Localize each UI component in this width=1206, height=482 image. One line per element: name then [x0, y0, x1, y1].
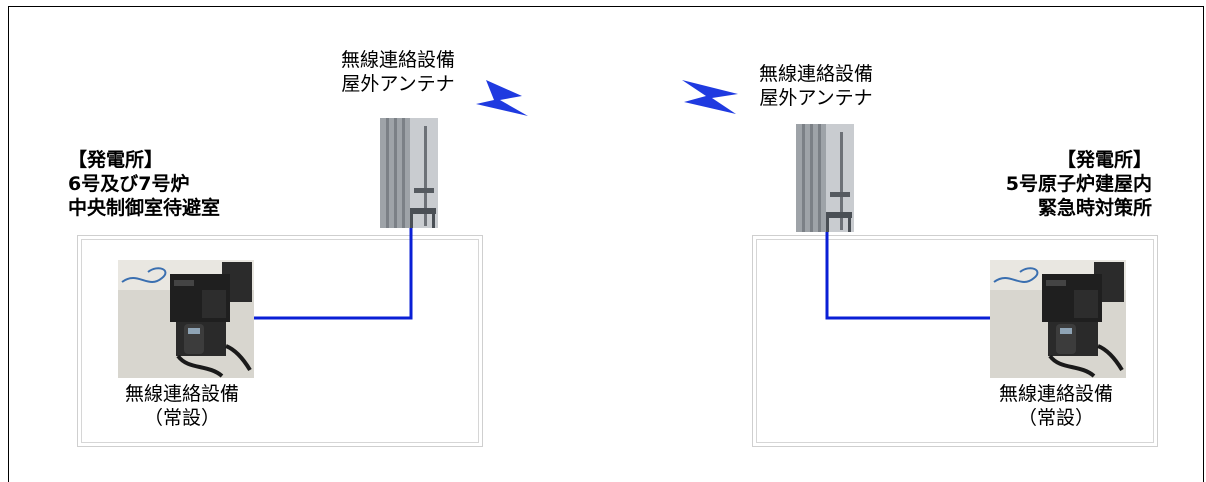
- left-antenna-cable: [254, 228, 413, 320]
- right-antenna-label-line2: 屋外アンテナ: [759, 87, 873, 109]
- left-site-title-line2: 6号及び7号炉: [68, 173, 190, 195]
- left-site-title-line3: 中央制御室待避室: [68, 197, 221, 219]
- right-site-box: [752, 235, 1158, 447]
- right-device-label-line1: 無線連絡設備: [998, 383, 1113, 405]
- lightning-bolt-icon: [682, 80, 738, 114]
- left-device-photo: [118, 260, 254, 378]
- left-antenna-label-line1: 無線連絡設備: [340, 49, 455, 71]
- left-site-title-line1: 【発電所】: [68, 149, 164, 171]
- lightning-bolt-icon: [476, 80, 528, 116]
- diagram-frame: [8, 6, 1204, 482]
- antenna-icon: [796, 124, 854, 232]
- right-device-label-line2: （常設）: [1017, 407, 1094, 429]
- right-site-title-line3: 緊急時対策所: [1037, 197, 1152, 219]
- left-site-title: 【発電所】 6号及び7号炉 中央制御室待避室: [68, 148, 220, 220]
- right-antenna-cable: [825, 232, 990, 320]
- right-antenna-label-line1: 無線連絡設備: [758, 63, 873, 85]
- right-antenna-photo: [796, 124, 854, 232]
- radio-device-icon: [990, 260, 1126, 378]
- antenna-icon: [380, 118, 438, 228]
- right-site-title-line2: 5号原子炉建屋内: [1005, 173, 1152, 195]
- left-antenna-label-line2: 屋外アンテナ: [341, 73, 455, 95]
- left-device-label: 無線連絡設備 （常設）: [104, 382, 260, 430]
- left-site-box: [77, 235, 483, 447]
- left-antenna-label: 無線連絡設備 屋外アンテナ: [328, 48, 468, 96]
- left-antenna-photo: [380, 118, 438, 228]
- right-device-label: 無線連絡設備 （常設）: [978, 382, 1134, 430]
- left-device-label-line1: 無線連絡設備: [124, 383, 239, 405]
- right-site-title: 【発電所】 5号原子炉建屋内 緊急時対策所: [920, 148, 1152, 220]
- right-antenna-label: 無線連絡設備 屋外アンテナ: [746, 62, 886, 110]
- radio-device-icon: [118, 260, 254, 378]
- right-device-photo: [990, 260, 1126, 378]
- left-device-label-line2: （常設）: [143, 407, 220, 429]
- right-site-title-line1: 【発電所】: [1056, 149, 1152, 171]
